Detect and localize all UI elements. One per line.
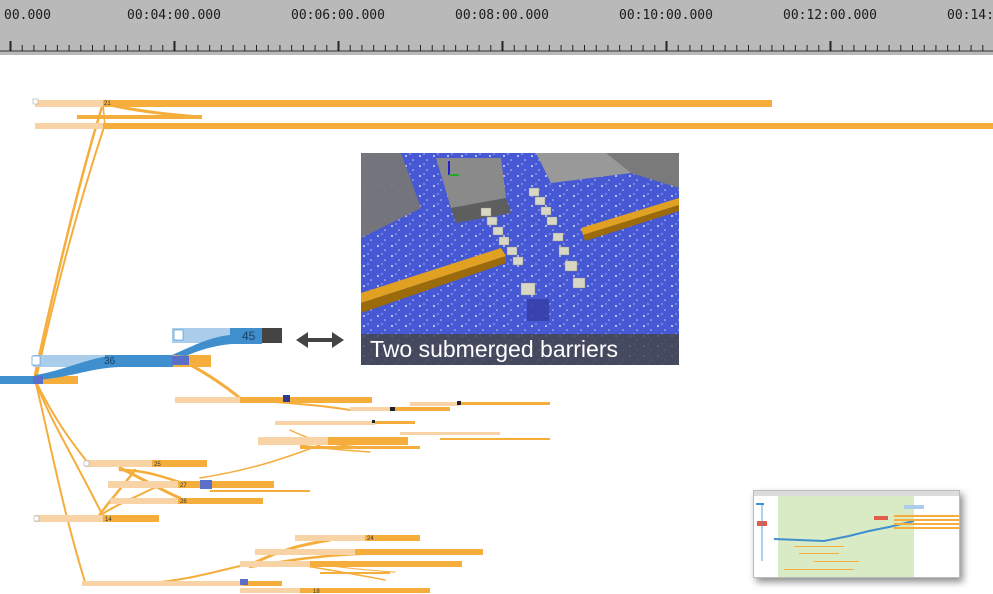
branch-bar-14[interactable] [103, 515, 159, 522]
thumbnail-icon[interactable] [32, 98, 39, 105]
branch-bar-light[interactable] [35, 100, 103, 107]
branch-bar-light[interactable] [110, 498, 178, 504]
minimap-content [754, 491, 959, 577]
branch-label-21: 21 [104, 101, 111, 107]
branch-bar[interactable] [390, 407, 450, 411]
branch-label-45: 45 [242, 329, 256, 343]
thumbnail-icon[interactable] [283, 395, 290, 402]
branch-bar-21[interactable] [103, 100, 772, 107]
branch-bar-45[interactable] [230, 328, 262, 343]
branch-bar-light[interactable] [350, 407, 390, 411]
branch-label-26: 26 [180, 499, 187, 505]
timeline-tick-label: 00:04:00.000 [127, 8, 221, 23]
overview-minimap[interactable] [753, 490, 960, 578]
branch-bar-light[interactable] [255, 549, 355, 555]
branch-bar[interactable] [328, 437, 408, 445]
timeline-tick-label: 00.000 [4, 8, 51, 23]
branch-bar[interactable] [460, 402, 550, 405]
branch-bar[interactable] [355, 549, 483, 555]
branch-label-18: 18 [313, 589, 320, 594]
branch-bar[interactable] [300, 446, 420, 449]
branch-bar-27[interactable] [178, 481, 274, 488]
thumbnail-icon[interactable] [240, 579, 248, 585]
branch-bar-light[interactable] [108, 481, 178, 488]
branch-label-27: 27 [180, 483, 187, 489]
thumbnail-icon[interactable] [31, 355, 41, 366]
branch-bar-light[interactable] [410, 402, 460, 406]
timeline-tick-label: 00:12:00.000 [783, 8, 877, 23]
branch-bar[interactable] [375, 421, 415, 424]
timeline-tick-label: 00:14: [947, 8, 993, 23]
branch-bar-long[interactable] [103, 123, 993, 129]
branch-bar-18[interactable] [300, 588, 430, 593]
branch-bar[interactable] [77, 115, 202, 119]
branch-bar-light[interactable] [258, 437, 328, 445]
thumbnail-icon[interactable] [172, 356, 189, 365]
branch-marker [390, 407, 395, 411]
branch-label-25: 25 [154, 462, 161, 468]
thumbnail-icon[interactable] [33, 515, 40, 522]
simulation-preview-image[interactable] [361, 153, 679, 365]
branch-bar-light[interactable] [175, 397, 240, 403]
timeline-tick-label: 00:06:00.000 [291, 8, 385, 23]
branch-bar-45-end[interactable] [262, 328, 282, 343]
branch-bar-36[interactable] [105, 355, 175, 367]
branch-bar-25[interactable] [152, 460, 207, 467]
thumbnail-icon[interactable] [33, 376, 43, 384]
simulation-scene [361, 153, 679, 365]
branch-bar-light[interactable] [240, 561, 310, 567]
preview-caption: Two submerged barriers [361, 334, 679, 365]
thumbnail-icon[interactable] [173, 329, 184, 341]
branch-bar[interactable] [310, 561, 462, 567]
branch-bar-light[interactable] [240, 588, 300, 593]
branch-bar[interactable] [240, 397, 372, 403]
branch-bar-light[interactable] [85, 460, 152, 467]
timeline-tick-label: 00:08:00.000 [455, 8, 549, 23]
branch-label-36: 36 [104, 356, 116, 367]
branch-marker [372, 420, 375, 423]
branch-bar-light[interactable] [35, 123, 103, 129]
branch-marker [457, 401, 461, 405]
branch-label-14: 14 [105, 517, 112, 523]
branch-bar-26[interactable] [178, 498, 263, 504]
branch-graph: 21 36 45 25 27 26 14 24 [0, 98, 993, 594]
branch-label-24: 24 [367, 536, 374, 542]
branch-bar-light[interactable] [275, 421, 375, 425]
timeline-tick-label: 00:10:00.000 [619, 8, 713, 23]
branch-bar[interactable] [440, 438, 550, 440]
branch-bar-24[interactable] [365, 535, 420, 541]
timeline-ruler [0, 41, 993, 52]
branch-bar-light[interactable] [35, 515, 103, 522]
branch-bar-light[interactable] [295, 535, 365, 541]
branch-bar-light[interactable] [400, 432, 500, 435]
branch-bar-light[interactable] [82, 581, 242, 586]
branch-bar-selected-root[interactable] [0, 376, 38, 384]
timeline-header[interactable]: 00.000 00:04:00.000 00:06:00.000 00:08:0… [0, 0, 993, 55]
thumbnail-icon[interactable] [200, 480, 212, 489]
branch-bar[interactable] [210, 490, 310, 492]
branch-bar[interactable] [320, 572, 390, 574]
double-arrow-icon [296, 332, 344, 348]
branch-bar[interactable] [242, 581, 282, 586]
thumbnail-icon[interactable] [83, 460, 90, 467]
